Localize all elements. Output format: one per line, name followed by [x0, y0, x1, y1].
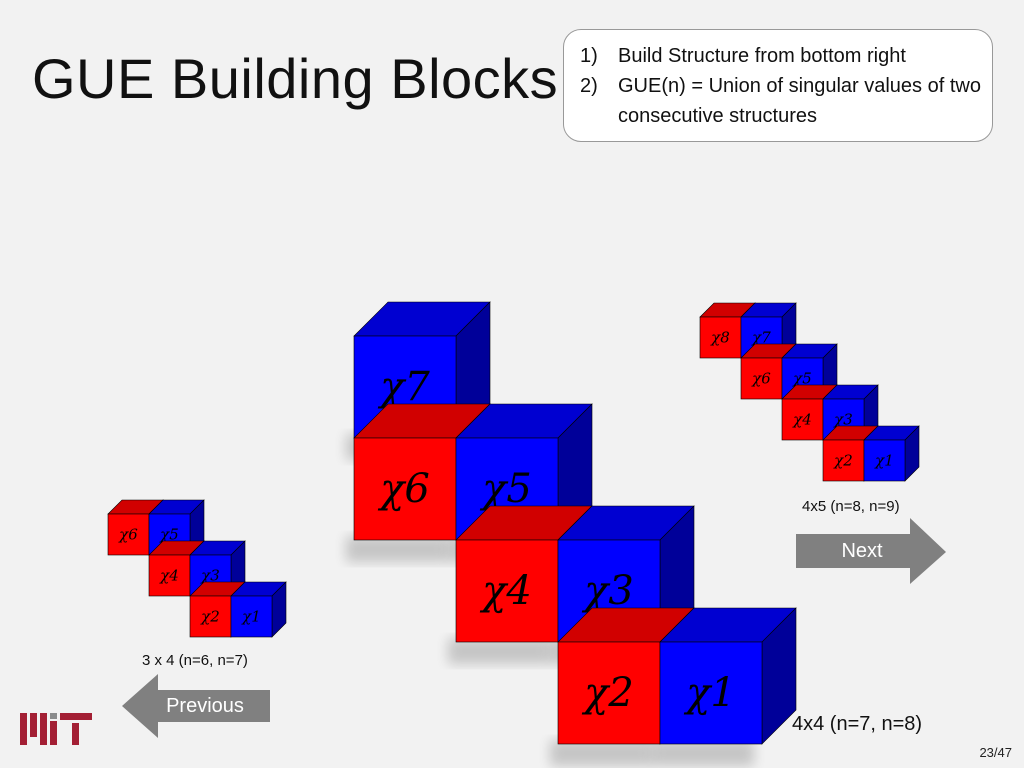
- note-number: 1): [580, 45, 598, 67]
- block-label: χ1: [241, 607, 261, 625]
- block-front: [659, 641, 763, 745]
- mit-logo-icon: [20, 713, 92, 745]
- block-front: [189, 595, 232, 638]
- block-label: χ5: [792, 369, 812, 387]
- previous-button[interactable]: [122, 674, 270, 738]
- note-number: 2): [580, 75, 598, 97]
- next-label[interactable]: Next: [841, 540, 883, 562]
- small-left-structure: χ6 χ5 χ4 χ3 χ2 χ1: [107, 499, 287, 638]
- note-item: 1) Build Structure from bottom right: [580, 41, 982, 71]
- block-cube: χ1: [230, 581, 287, 638]
- block-label: χ2: [200, 607, 220, 625]
- block-cube: χ1: [659, 607, 797, 745]
- block-label: χ6: [377, 466, 430, 512]
- next-button[interactable]: [796, 518, 946, 584]
- block-front: [148, 554, 191, 597]
- note-text: GUE(n) = Union of singular values of two…: [618, 75, 981, 127]
- caption-large: 4x4 (n=7, n=8): [792, 713, 923, 735]
- block-label: χ6: [751, 369, 771, 387]
- block-label: χ3: [833, 410, 853, 428]
- block-label: χ4: [792, 410, 812, 428]
- block-label: χ5: [479, 466, 532, 512]
- block-front: [822, 439, 865, 482]
- block-front: [863, 439, 906, 482]
- block-cube: χ7: [740, 302, 797, 359]
- page-number: 23/47: [979, 745, 1012, 760]
- block-label: χ8: [710, 328, 730, 346]
- block-label: χ1: [683, 670, 736, 716]
- block-label: χ4: [479, 568, 532, 614]
- block-front: [740, 357, 783, 400]
- note-item: 2) GUE(n) = Union of singular values of …: [580, 71, 982, 131]
- block-front: [557, 641, 661, 745]
- caption-small-right: 4x5 (n=8, n=9): [802, 498, 900, 515]
- block-label: χ3: [581, 568, 634, 614]
- block-label: χ3: [200, 566, 220, 584]
- note-text: Build Structure from bottom right: [618, 45, 906, 67]
- previous-arrow-icon: [122, 674, 270, 738]
- previous-label[interactable]: Previous: [166, 695, 244, 717]
- block-label: χ2: [833, 451, 853, 469]
- block-label: χ2: [581, 670, 634, 716]
- block-front: [699, 316, 742, 359]
- block-label: χ6: [118, 525, 138, 543]
- next-arrow-icon: [796, 518, 946, 584]
- block-label: χ1: [874, 451, 894, 469]
- small-right-structure: χ8 χ7 χ6 χ5 χ4 χ3 χ2 χ1: [699, 302, 920, 482]
- slide-title: GUE Building Blocks: [32, 47, 559, 110]
- caption-small-left: 3 x 4 (n=6, n=7): [142, 652, 248, 669]
- block-label: χ7: [377, 364, 430, 410]
- large-structure: χ7 χ6 χ5 χ4 χ3 χ2 χ1: [353, 301, 797, 745]
- block-label: χ7: [751, 328, 771, 346]
- block-front: [353, 437, 457, 541]
- block-front: [107, 513, 150, 556]
- block-label: χ4: [159, 566, 179, 584]
- block-cube: χ1: [863, 425, 920, 482]
- notes-box: 1) Build Structure from bottom right 2) …: [563, 29, 993, 142]
- block-front: [230, 595, 273, 638]
- block-front: [781, 398, 824, 441]
- block-label: χ5: [159, 525, 179, 543]
